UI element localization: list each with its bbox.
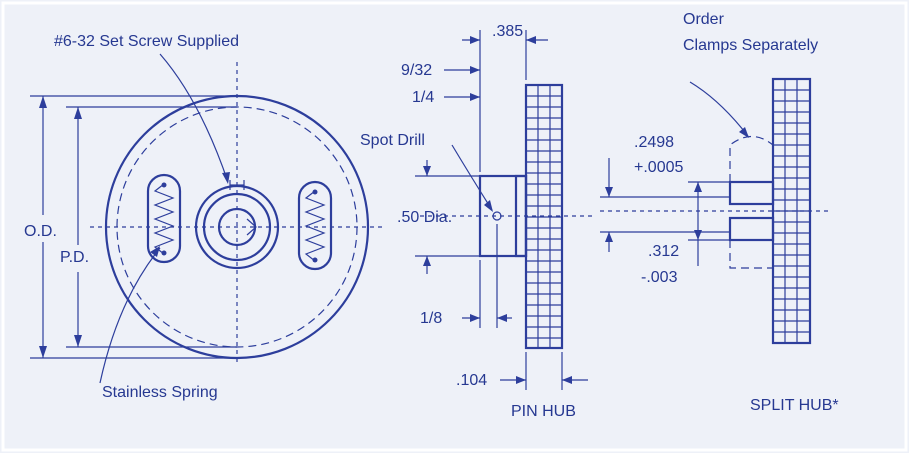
dim-9-32-label: 9/32: [401, 62, 432, 79]
dim-2498-label: .2498: [634, 134, 674, 151]
dim-312-label: .312: [648, 243, 679, 260]
dim-104-label: .104: [456, 372, 487, 389]
clamp-outline-top: [729, 135, 774, 182]
od-label: O.D.: [24, 223, 57, 240]
right-spring-slot: [297, 180, 333, 271]
split-hub-gear-teeth: [773, 89, 810, 333]
order-label-line1: Order: [683, 11, 725, 28]
set-screw-leader: [159, 53, 229, 183]
pin-hub-label: PIN HUB: [511, 403, 576, 420]
dim-1-8-label: 1/8: [420, 310, 442, 327]
right-slot-outline: [297, 180, 333, 271]
split-hub-label: SPLIT HUB*: [750, 397, 839, 414]
dim-1-4-label: 1/4: [412, 89, 434, 106]
left-slot-outline: [146, 173, 182, 264]
dim-385-label: .385: [492, 23, 523, 40]
clamp-outline-bottom: [729, 240, 774, 269]
split-hub-lower-collar: [728, 216, 775, 242]
spring-leader: [99, 247, 161, 384]
split-hub-view: [600, 77, 830, 345]
right-spring-coil: [304, 190, 326, 262]
spot-drill-label: Spot Drill: [360, 132, 425, 149]
split-hub-upper-collar: [728, 180, 775, 206]
gear-front-view: [30, 53, 385, 384]
left-spring-coil: [153, 183, 175, 255]
dia-50-label: .50 Dia.: [397, 209, 452, 226]
set-screw-label: #6-32 Set Screw Supplied: [54, 33, 239, 50]
order-label-line2: Clamps Separately: [683, 37, 818, 54]
dim-003-label: -.003: [641, 269, 678, 286]
stainless-spring-label: Stainless Spring: [102, 384, 218, 401]
set-screw-marker: [246, 218, 257, 236]
pd-label: P.D.: [60, 249, 89, 266]
left-spring-slot: [146, 173, 182, 264]
pin-hub-view: [415, 30, 595, 390]
dim-0005-label: +.0005: [634, 159, 683, 176]
pin-hub-gear-teeth: [526, 95, 562, 339]
